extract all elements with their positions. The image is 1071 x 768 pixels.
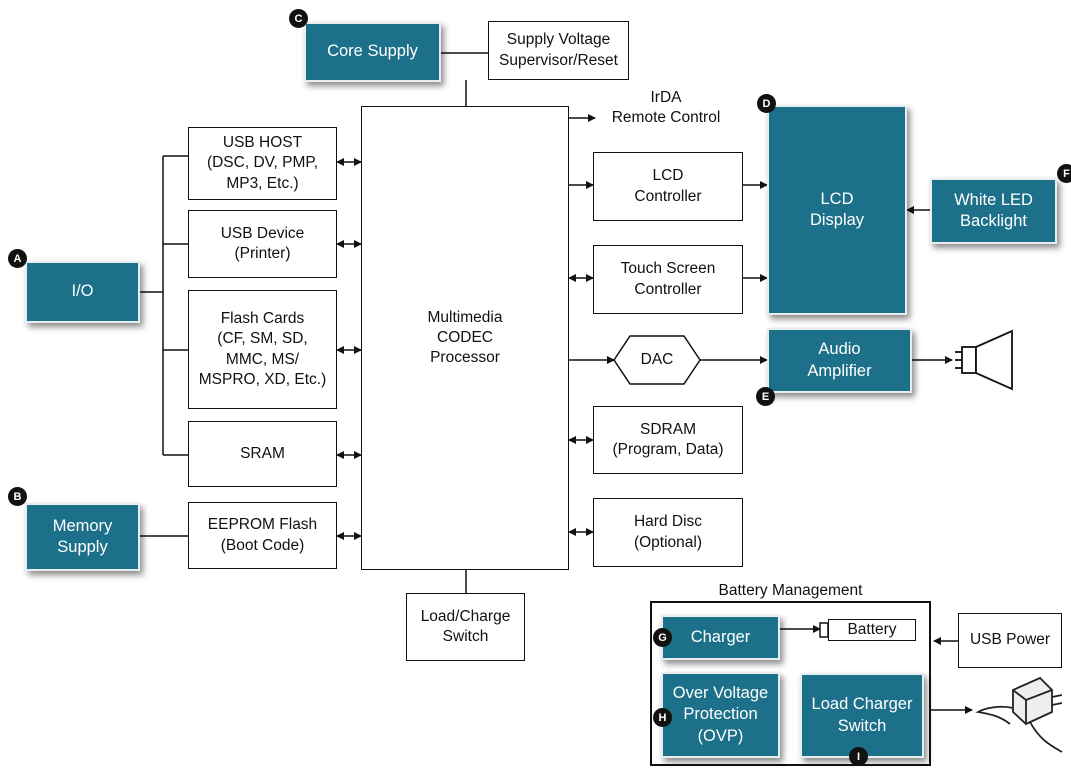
multimedia-codec-processor: Multimedia CODEC Processor <box>361 106 569 570</box>
badge-c: C <box>289 9 308 28</box>
hard-disc-block: Hard Disc (Optional) <box>593 498 743 567</box>
badge-i: I <box>849 747 868 766</box>
battery-management-title: Battery Management <box>718 582 863 599</box>
usb-host-block: USB HOST (DSC, DV, PMP, MP3, Etc.) <box>188 127 337 200</box>
supervisor-reset-block: Supply Voltage Supervisor/Reset <box>488 21 629 80</box>
flash-cards-block: Flash Cards (CF, SM, SD, MMC, MS/ MSPRO,… <box>188 290 337 409</box>
battery-block: Battery <box>828 619 916 641</box>
badge-f: F <box>1057 164 1071 183</box>
usb-device-block: USB Device (Printer) <box>188 210 337 278</box>
io-block: I/O <box>25 261 140 323</box>
lcd-display-block: LCD Display <box>767 105 907 315</box>
load-charger-switch-block: Load Charger Switch <box>800 673 924 758</box>
badge-e: E <box>756 387 775 406</box>
charger-block: Charger <box>661 615 780 660</box>
ovp-block: Over Voltage Protection (OVP) <box>661 672 780 758</box>
battery-management-frame <box>650 601 931 766</box>
core-supply-block: Core Supply <box>304 22 441 82</box>
battery-icon <box>819 622 829 638</box>
irda-label: IrDA Remote Control <box>611 89 721 127</box>
load-charge-switch-block: Load/Charge Switch <box>406 593 525 661</box>
memory-supply-block: Memory Supply <box>25 503 140 571</box>
white-led-backlight-block: White LED Backlight <box>930 178 1057 244</box>
sram-block: SRAM <box>188 421 337 487</box>
badge-d: D <box>757 94 776 113</box>
badge-a: A <box>8 249 27 268</box>
lcd-controller-block: LCD Controller <box>593 152 743 221</box>
badge-h: H <box>653 708 672 727</box>
dac-shape <box>613 335 701 385</box>
eeprom-flash-block: EEPROM Flash (Boot Code) <box>188 502 337 569</box>
badge-b: B <box>8 487 27 506</box>
speaker-icon <box>955 329 1013 391</box>
usb-power-block: USB Power <box>958 613 1062 668</box>
dac-label: DAC <box>640 351 674 368</box>
touch-screen-controller-block: Touch Screen Controller <box>593 245 743 314</box>
badge-g: G <box>653 628 672 647</box>
audio-amplifier-block: Audio Amplifier <box>767 328 912 393</box>
ac-adapter-icon <box>975 676 1063 753</box>
sdram-block: SDRAM (Program, Data) <box>593 406 743 474</box>
